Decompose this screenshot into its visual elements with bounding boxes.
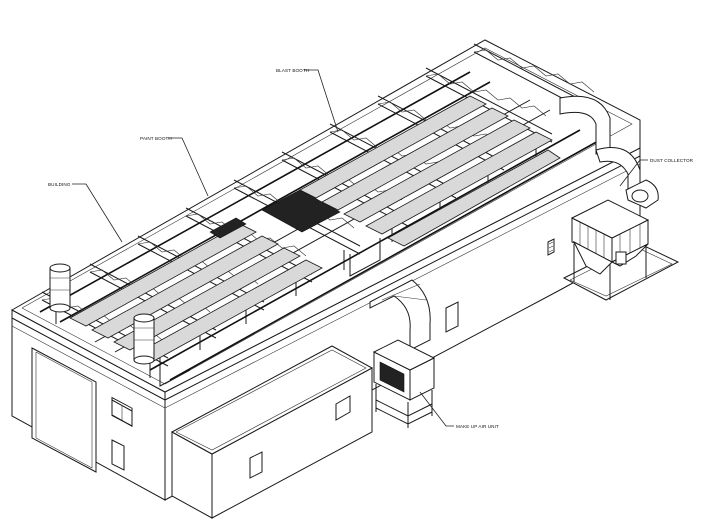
label-dust-collector: DUST COLLECTOR xyxy=(650,158,694,163)
leader-paint-booth xyxy=(168,137,209,197)
callout-labels: BLAST BOOTH PAINT BOOTH BUILDING DUST CO… xyxy=(48,68,694,429)
exhaust-stacks xyxy=(49,263,155,365)
annex-roof xyxy=(170,345,374,455)
mau-top xyxy=(372,339,436,371)
label-building: BUILDING xyxy=(48,182,71,187)
side-wall-details xyxy=(445,238,555,333)
make-up-air-unit xyxy=(369,279,436,428)
front-personnel-door xyxy=(111,439,125,471)
annex-window xyxy=(335,395,351,421)
label-make-up-air-unit: MAKE UP AIR UNIT xyxy=(456,424,499,429)
label-blast-booth: BLAST BOOTH xyxy=(276,68,309,73)
roof-end-ductwork xyxy=(559,95,641,195)
leader-make-up-air-unit xyxy=(419,391,454,427)
exhaust-stack-2 xyxy=(133,313,155,365)
leader-building xyxy=(72,183,123,243)
annex-door xyxy=(249,451,263,479)
blast-booth-rails xyxy=(299,95,561,247)
label-paint-booth: PAINT BOOTH xyxy=(140,136,172,141)
exhaust-stack-1 xyxy=(49,263,71,313)
office-annex xyxy=(170,345,374,519)
leader-dust-collector xyxy=(619,159,648,187)
leader-blast-booth xyxy=(304,69,339,133)
leader-lines xyxy=(72,69,648,427)
overhead-door xyxy=(31,347,97,473)
paint-booth-rails xyxy=(69,223,323,363)
side-door xyxy=(445,301,459,333)
booth-interior xyxy=(69,95,561,387)
front-wall-details xyxy=(31,347,133,473)
dust-collector xyxy=(562,179,680,301)
booth-opening xyxy=(261,189,341,233)
